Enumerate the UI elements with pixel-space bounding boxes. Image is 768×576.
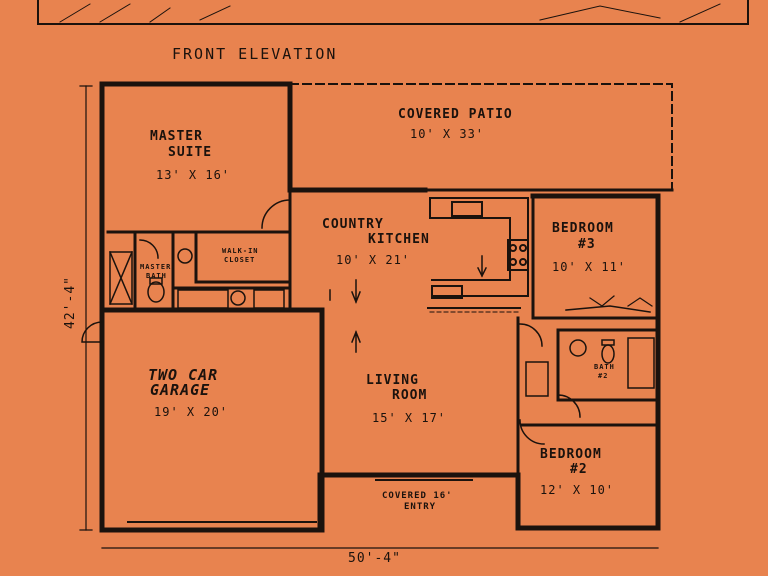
- master-suite-name-line2: SUITE: [168, 145, 213, 160]
- interior-walls: [106, 188, 660, 477]
- overall-depth-dimension: 42'-4": [62, 276, 78, 329]
- garage-name-line1: TWO CAR: [148, 366, 219, 384]
- master-bath-name-line2: BATH: [146, 272, 167, 280]
- front-elevation-heading: FRONT ELEVATION: [172, 45, 338, 63]
- kitchen-counters: [427, 197, 529, 313]
- country-kitchen-name-line2: KITCHEN: [368, 232, 430, 247]
- bath-fixtures: [109, 248, 655, 389]
- entry-name-line2: ENTRY: [404, 502, 437, 512]
- country-kitchen-size: 10' X 21': [336, 253, 411, 267]
- bedroom-3-name-line1: BEDROOM: [552, 221, 614, 236]
- covered-patio-outline: [289, 83, 674, 192]
- covered-patio-size: 10' X 33': [410, 127, 485, 141]
- bedroom-3-size: 10' X 11': [552, 260, 627, 274]
- garage-size: 19' X 20': [154, 405, 229, 419]
- bath-2-name-line1: BATH: [594, 363, 615, 371]
- walk-in-closet-name-line2: CLOSET: [224, 256, 256, 264]
- exterior-walls: [99, 81, 661, 533]
- bedroom-2-size: 12' X 10': [540, 483, 615, 497]
- covered-patio-name: COVERED PATIO: [398, 107, 513, 122]
- plan-annotations: [127, 255, 653, 523]
- master-suite-name-line1: MASTER: [150, 129, 203, 144]
- overall-width-dimension: 50'-4": [348, 551, 401, 566]
- garage-name-line2: GARAGE: [150, 381, 211, 399]
- master-bath-name-line1: MASTER: [140, 263, 172, 271]
- bedroom-2-name-line1: BEDROOM: [540, 447, 602, 462]
- front-elevation-sketch: [37, 0, 749, 25]
- entry-name-line1: COVERED 16': [382, 491, 453, 501]
- master-suite-size: 13' X 16': [156, 168, 231, 182]
- bedroom-3-name-line2: #3: [578, 237, 596, 252]
- bedroom-2-name-line2: #2: [570, 462, 588, 477]
- living-room-size: 15' X 17': [372, 411, 447, 425]
- dimension-lines: [79, 85, 659, 549]
- door-swings: [81, 199, 581, 445]
- walk-in-closet-name-line1: WALK-IN: [222, 247, 259, 255]
- country-kitchen-name-line1: COUNTRY: [322, 217, 384, 232]
- bath-2-name-line2: #2: [598, 372, 609, 380]
- living-room-name-line1: LIVING: [366, 373, 419, 388]
- living-room-name-line2: ROOM: [392, 388, 428, 403]
